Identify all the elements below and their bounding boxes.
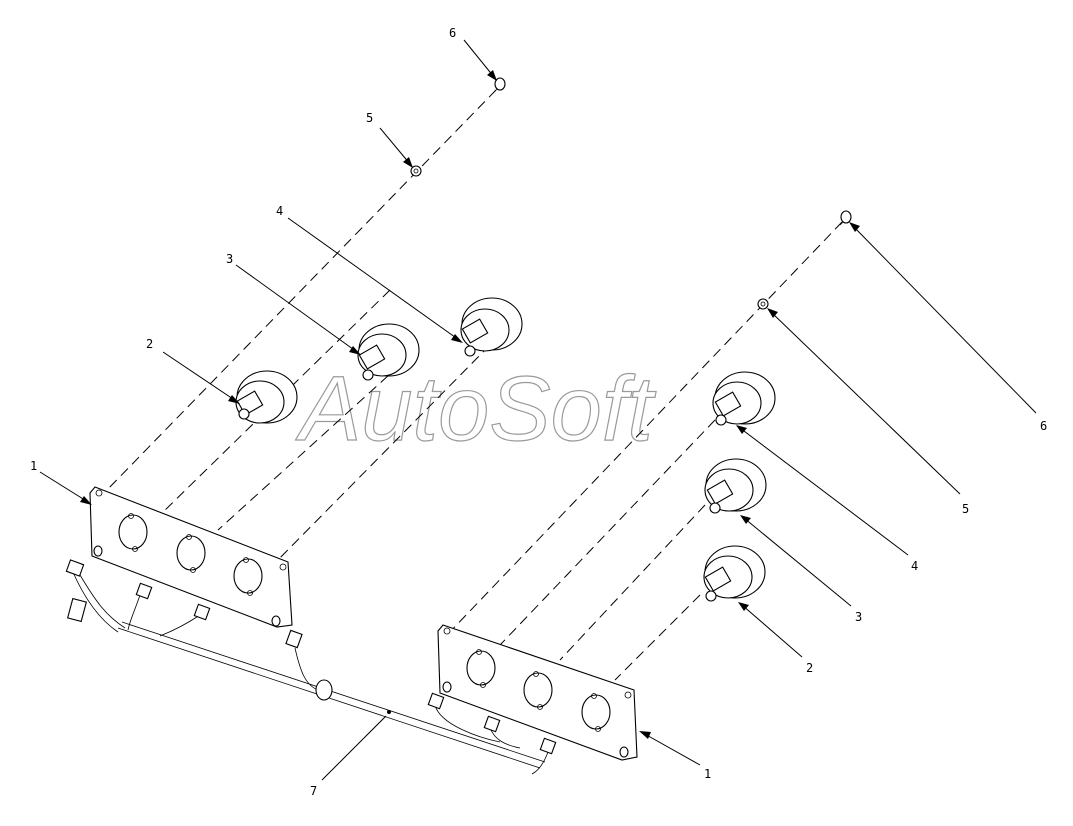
wiring-harness — [65, 559, 557, 775]
callout-7: 7 — [310, 784, 317, 798]
callout-6-left: 6 — [449, 26, 456, 40]
callout-1-left: 1 — [30, 459, 37, 473]
nut-5-right — [757, 298, 769, 310]
knob-3-left — [357, 323, 420, 381]
screw-6-right — [839, 210, 852, 226]
knob-3-right — [704, 458, 767, 514]
knob-2-left — [235, 370, 298, 424]
leader-lines — [39, 39, 1037, 781]
callout-4-right: 4 — [911, 559, 918, 573]
nut-5-left — [410, 165, 422, 177]
callout-3-left: 3 — [226, 252, 233, 266]
watermark-text: AutoSoft — [295, 358, 656, 460]
callout-6-right: 6 — [1040, 419, 1047, 433]
knob-4-right — [712, 371, 776, 426]
screw-6-left — [493, 77, 506, 93]
callout-1-right: 1 — [704, 767, 711, 781]
callout-5-left: 5 — [366, 111, 373, 125]
right-bracket-plate — [437, 624, 638, 761]
callout-3-right: 3 — [855, 610, 862, 624]
callout-2-right: 2 — [806, 661, 813, 675]
left-bracket-plate — [89, 486, 293, 628]
callout-4-left: 4 — [276, 204, 283, 218]
callout-labels: 1 2 3 4 5 6 7 1 2 3 4 5 6 — [30, 26, 1047, 798]
knob-2-right — [703, 545, 766, 602]
callout-5-right: 5 — [962, 502, 969, 516]
callout-2-left: 2 — [146, 337, 153, 351]
knob-4-left — [460, 297, 523, 357]
